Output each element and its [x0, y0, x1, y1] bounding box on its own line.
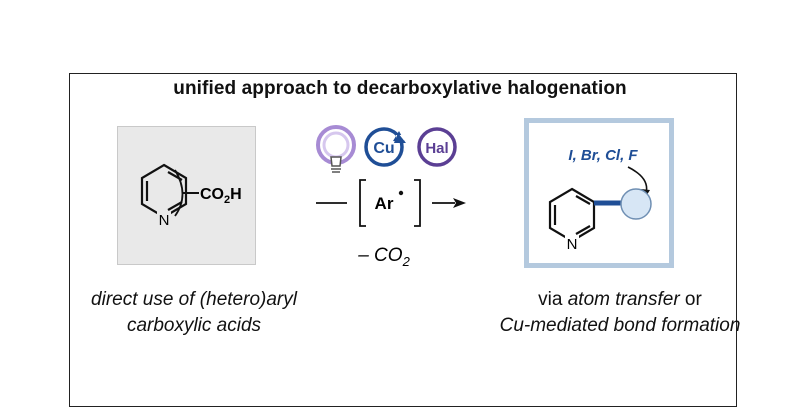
aryl-radical-label: Ar: [375, 194, 394, 213]
copper-cycle-icon: Cu: [364, 127, 406, 167]
reactant-caption-line2: carboxylic acids: [126, 315, 262, 336]
reactant-nitrogen-label: N: [159, 212, 170, 229]
product-caption-line2: Cu-mediated bond formation: [499, 315, 741, 336]
hal-label: Hal: [425, 140, 448, 157]
reactant-caption-line1: direct use of (hetero)aryl: [91, 289, 297, 310]
lightbulb-icon: [316, 125, 356, 173]
halogen-sphere: [620, 188, 652, 220]
cu-label: Cu: [373, 140, 394, 157]
product-pyridine-ring: [548, 187, 596, 243]
scheme-frame: [69, 73, 737, 407]
product-caption: via atom transfer or Cu-mediated bond fo…: [486, 287, 754, 339]
carboxyl-label: CO2H: [200, 186, 242, 206]
co2-loss-label: – CO2: [357, 245, 410, 269]
halogen-source-icon: Hal: [417, 127, 457, 167]
arrow-head: [453, 198, 466, 208]
product-box: [524, 118, 674, 268]
radical-dot: [398, 190, 404, 196]
reactant-caption: direct use of (hetero)aryl carboxylic ac…: [60, 287, 328, 339]
product-nitrogen-label: N: [567, 236, 578, 253]
variable-attachment-arc: [174, 169, 184, 217]
intermediate-brackets: [359, 179, 421, 227]
scheme-title: unified approach to decarboxylative halo…: [173, 78, 627, 99]
halogen-list-label: I, Br, Cl, F: [568, 147, 638, 164]
product-caption-line1: via atom transfer or: [538, 289, 702, 310]
